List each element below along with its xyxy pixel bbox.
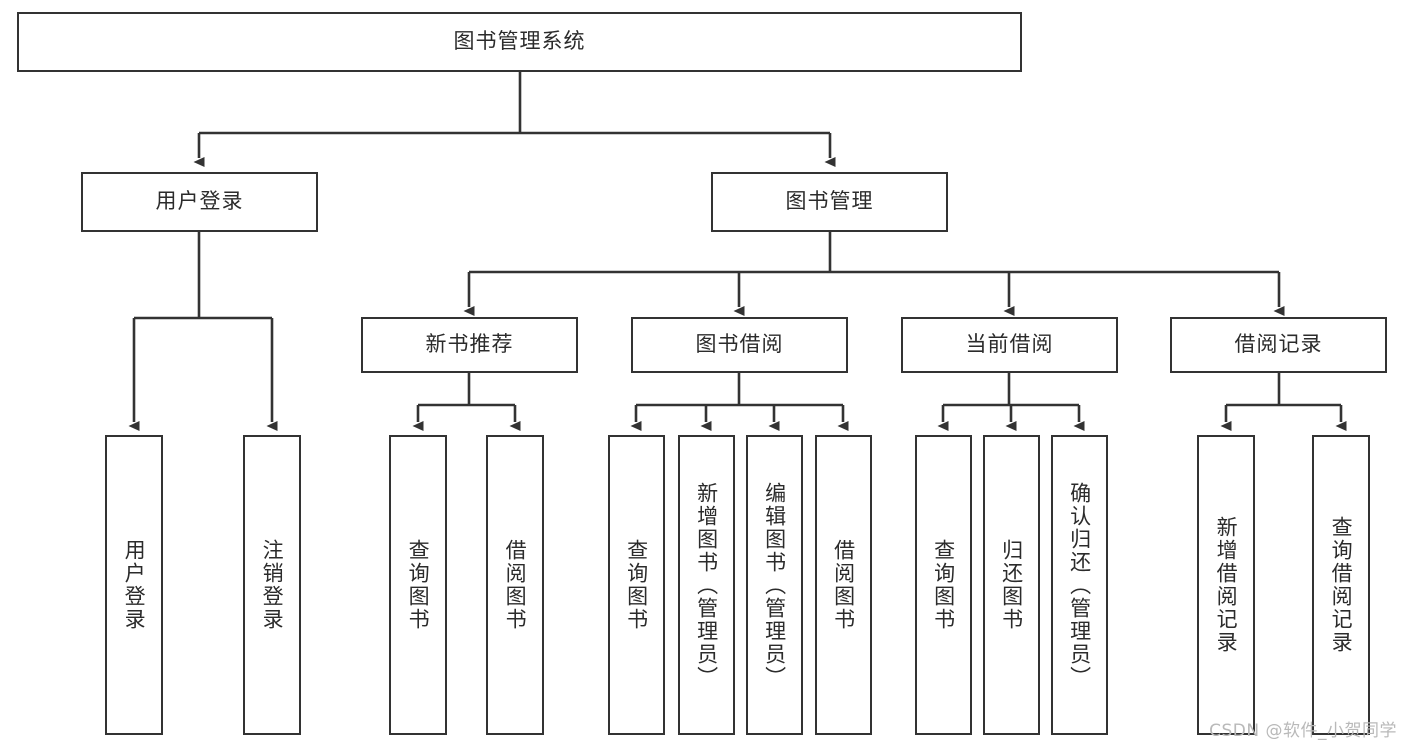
- node-new-book-recommend[interactable]: 新书推荐: [361, 317, 578, 373]
- leaf-borrow-query-book[interactable]: 查询图书: [608, 435, 665, 735]
- leaf-label: 查询图书: [624, 539, 649, 631]
- leaf-label: 用户登录: [122, 539, 147, 631]
- leaf-label: 新增图书（管理员）: [694, 481, 719, 689]
- leaf-records-query-record[interactable]: 查询借阅记录: [1312, 435, 1370, 735]
- leaf-current-confirm-return-admin[interactable]: 确认归还（管理员）: [1051, 435, 1108, 735]
- leaf-user-login-login[interactable]: 用户登录: [105, 435, 163, 735]
- leaf-user-login-logout[interactable]: 注销登录: [243, 435, 301, 735]
- leaf-label: 查询借阅记录: [1329, 516, 1354, 654]
- leaf-label: 借阅图书: [503, 539, 528, 631]
- leaf-current-return-book[interactable]: 归还图书: [983, 435, 1040, 735]
- leaf-label: 编辑图书（管理员）: [762, 481, 787, 689]
- csdn-watermark: CSDN @软件_小贺同学: [1209, 721, 1397, 741]
- leaf-label: 查询图书: [931, 539, 956, 631]
- leaf-new-book-borrow[interactable]: 借阅图书: [486, 435, 544, 735]
- leaf-borrow-edit-book-admin[interactable]: 编辑图书（管理员）: [746, 435, 803, 735]
- leaf-label: 新增借阅记录: [1214, 516, 1239, 654]
- leaf-label: 注销登录: [260, 539, 285, 631]
- leaf-borrow-borrow-book[interactable]: 借阅图书: [815, 435, 872, 735]
- leaf-label: 归还图书: [999, 539, 1024, 631]
- node-current-borrow[interactable]: 当前借阅: [901, 317, 1118, 373]
- node-borrow-records[interactable]: 借阅记录: [1170, 317, 1387, 373]
- leaf-current-query-book[interactable]: 查询图书: [915, 435, 972, 735]
- node-user-login[interactable]: 用户登录: [81, 172, 318, 232]
- node-book-borrow[interactable]: 图书借阅: [631, 317, 848, 373]
- node-root-system[interactable]: 图书管理系统: [17, 12, 1022, 72]
- node-book-management[interactable]: 图书管理: [711, 172, 948, 232]
- leaf-label: 查询图书: [406, 539, 431, 631]
- leaf-label: 借阅图书: [831, 539, 856, 631]
- leaf-label: 确认归还（管理员）: [1067, 481, 1092, 689]
- leaf-records-add-record[interactable]: 新增借阅记录: [1197, 435, 1255, 735]
- leaf-borrow-add-book-admin[interactable]: 新增图书（管理员）: [678, 435, 735, 735]
- leaf-new-book-query[interactable]: 查询图书: [389, 435, 447, 735]
